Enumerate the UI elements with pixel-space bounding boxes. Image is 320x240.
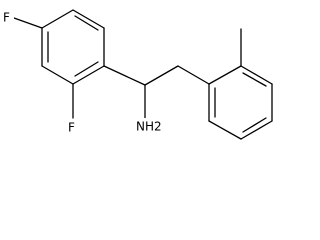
bond-methylene-to-ring xyxy=(177,65,210,85)
difluorophenyl-ring xyxy=(13,9,105,119)
ring-b-double-1 xyxy=(242,72,267,87)
bond-chiral-to-methylene xyxy=(144,65,179,86)
ring-b-double-2 xyxy=(242,117,267,133)
ring-a-double-2 xyxy=(74,61,99,77)
methylphenyl-ring xyxy=(208,28,273,140)
ring-b-bond-5 xyxy=(208,120,242,140)
fluorine-ortho-label: F xyxy=(68,121,75,135)
central-chain xyxy=(103,65,210,119)
fluorine-ortho-background xyxy=(66,120,80,136)
ring-b-bond-2 xyxy=(240,65,273,85)
amine-background xyxy=(134,118,164,136)
ring-a-bond-4 xyxy=(41,65,74,85)
ring-b-bond-1 xyxy=(208,65,242,85)
ring-a-bond-1 xyxy=(72,9,105,29)
chemical-structure-diagram: F F NH2 xyxy=(2,9,273,140)
ring-a-bond-6 xyxy=(41,9,74,29)
fluorine-para-label: F xyxy=(3,11,10,25)
ring-a-bond-3 xyxy=(72,65,105,85)
amine-label: NH2 xyxy=(136,120,162,134)
fluorine-para-background xyxy=(2,10,14,26)
bond-ring-to-chiral-carbon xyxy=(103,65,146,86)
ring-b-bond-4 xyxy=(240,120,273,140)
bond-to-fluorine-para xyxy=(13,17,43,29)
ring-a-double-1 xyxy=(74,15,99,31)
